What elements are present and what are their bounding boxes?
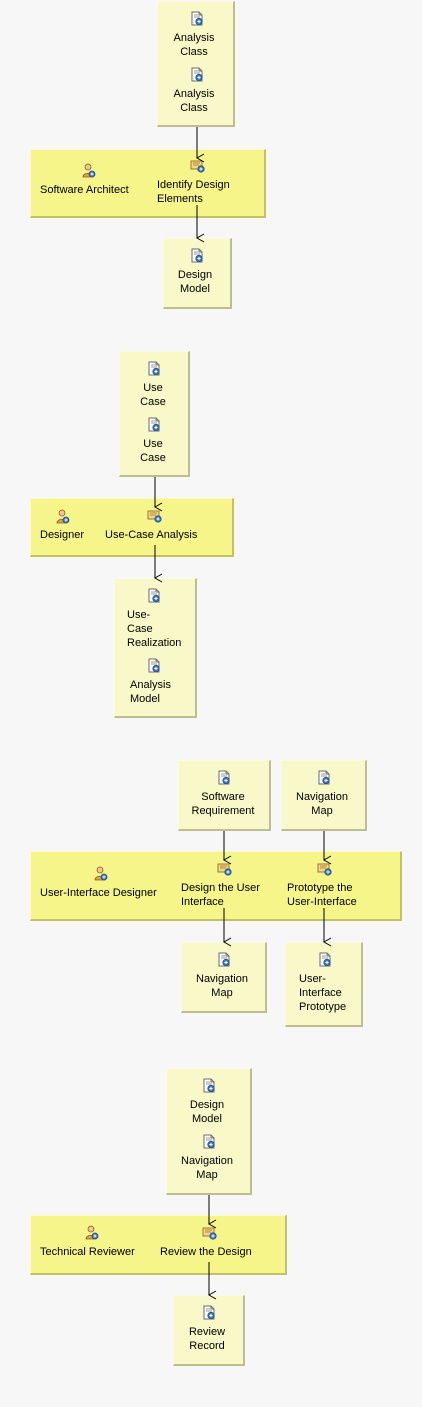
role-label[interactable]: Technical Reviewer <box>40 1246 135 1258</box>
role-label[interactable]: Designer <box>40 529 85 541</box>
artifact-analysis-model[interactable]: Analysis Model <box>130 679 171 705</box>
artifact-design-model[interactable]: Design Model <box>177 269 213 295</box>
task-label[interactable]: Use-Case Analysis <box>105 529 198 541</box>
input-artifacts-box: Design Model Navigation Map <box>166 1068 252 1195</box>
artifact-use-case[interactable]: Use Case <box>140 382 166 408</box>
output-artifact-box: Navigation Map <box>181 942 267 1013</box>
activity-lane: User-Interface Designer Design the User … <box>30 851 402 921</box>
artifact-navigation-map[interactable]: Navigation Map <box>196 973 248 999</box>
artifact-review-record[interactable]: Review Record <box>188 1326 226 1352</box>
input-artifact-box: Navigation Map <box>281 760 367 831</box>
output-artifacts-box: Design Model <box>163 238 232 309</box>
artifact-use-case-realization[interactable]: Use- Case Realization <box>127 609 182 649</box>
role-label[interactable]: User-Interface Designer <box>40 887 157 899</box>
input-artifacts-box: Use Case Use Case <box>119 351 190 477</box>
task-label[interactable]: Prototype the User-Interface <box>287 882 357 908</box>
task-label[interactable]: Identify Design Elements <box>157 179 230 205</box>
input-artifact-box: Software Requirement <box>178 760 271 831</box>
activity-lane: Software Architect Identify Design Eleme… <box>30 149 266 218</box>
artifact-design-model[interactable]: Design Model <box>189 1099 225 1125</box>
artifact-analysis-class[interactable]: Analysis Class <box>173 88 215 114</box>
artifact-user-interface-prototype[interactable]: User- Interface Prototype <box>299 973 347 1013</box>
artifact-analysis-class[interactable]: Analysis Class <box>173 32 215 58</box>
artifact-navigation-map[interactable]: Navigation Map <box>181 1155 233 1181</box>
task-label[interactable]: Design the User Interface <box>181 882 260 908</box>
output-artifacts-box: Use- Case Realization Analysis Model <box>114 578 197 718</box>
artifact-navigation-map[interactable]: Navigation Map <box>296 791 348 817</box>
role-label[interactable]: Software Architect <box>40 184 129 196</box>
input-artifacts-box: Analysis Class Analysis Class <box>157 1 235 127</box>
artifact-software-requirement[interactable]: Software Requirement <box>191 791 255 817</box>
output-artifact-box: User- Interface Prototype <box>285 942 363 1027</box>
task-label[interactable]: Review the Design <box>160 1246 252 1258</box>
activity-lane: Designer Use-Case Analysis <box>30 498 234 557</box>
artifact-use-case[interactable]: Use Case <box>140 438 166 464</box>
activity-lane: Technical Reviewer Review the Design <box>30 1215 287 1275</box>
output-artifact-box: Review Record <box>173 1295 245 1366</box>
